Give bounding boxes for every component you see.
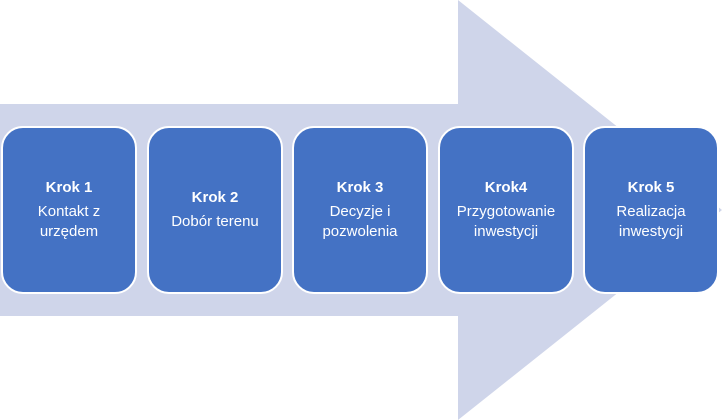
step-5-box: Krok 5 Realizacja inwestycji — [583, 126, 719, 294]
step-4-title: Krok4 — [484, 179, 528, 196]
step-4-desc-line2: inwestycji — [473, 223, 539, 240]
step-5-desc-line2: inwestycji — [618, 223, 684, 240]
step-5-title: Krok 5 — [627, 179, 675, 196]
step-2-box: Krok 2 Dobór terenu — [147, 126, 283, 294]
step-3-box: Krok 3 Decyzje i pozwolenia — [292, 126, 428, 294]
step-2-desc-line1: Dobór terenu — [171, 213, 259, 230]
step-1-box: Krok 1 Kontakt z urzędem — [1, 126, 137, 294]
step-2-title: Krok 2 — [191, 189, 239, 206]
step-3-desc-line1: Decyzje i — [329, 203, 391, 220]
step-1-title: Krok 1 — [45, 179, 93, 196]
step-5-desc-line1: Realizacja — [616, 203, 686, 220]
step-1-desc-line2: urzędem — [39, 223, 99, 240]
step-3-desc-line2: pozwolenia — [322, 223, 398, 240]
step-4-desc-line1: Przygotowanie — [456, 203, 556, 220]
step-1-desc-line1: Kontakt z — [37, 203, 101, 220]
step-3-title: Krok 3 — [336, 179, 384, 196]
step-4-box: Krok4 Przygotowanie inwestycji — [438, 126, 574, 294]
